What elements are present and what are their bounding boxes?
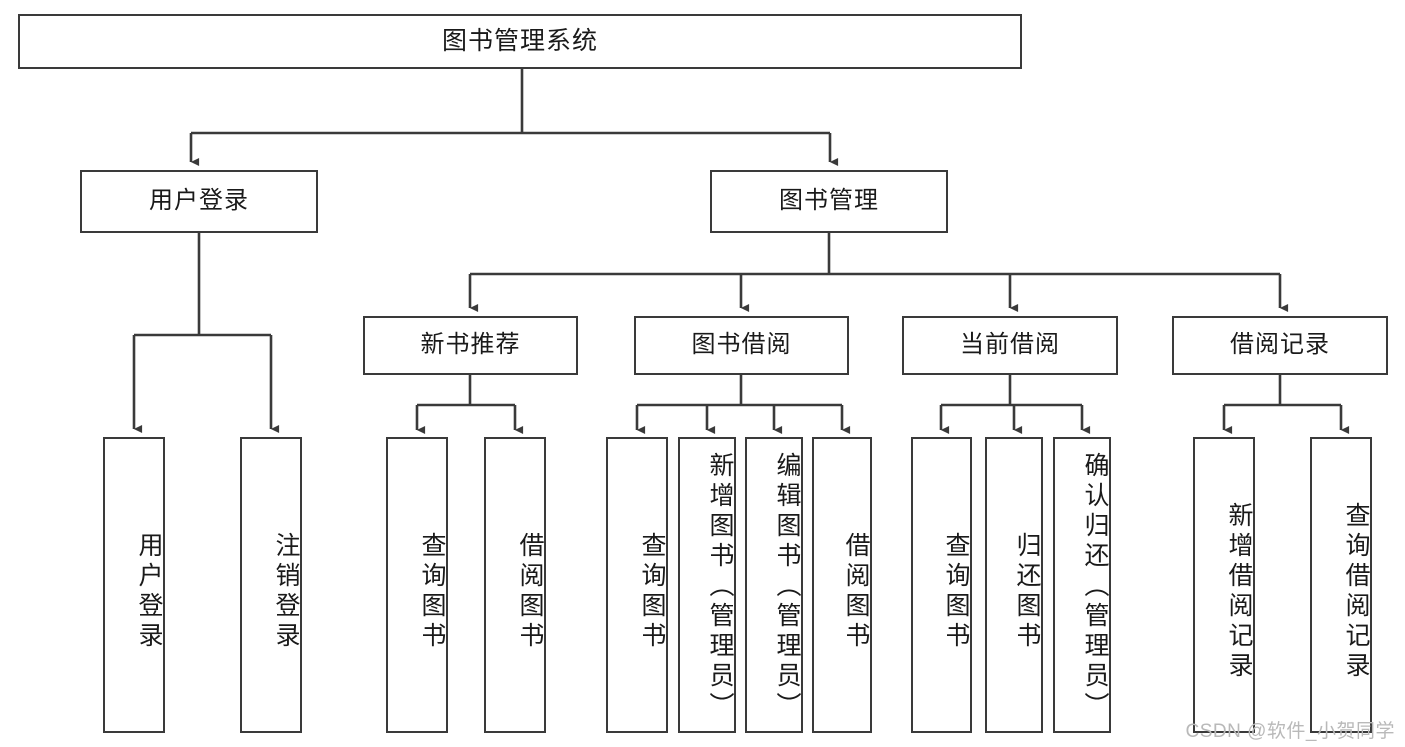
node-book-borrow[interactable]: 图书借阅 xyxy=(634,316,849,375)
watermark: CSDN @软件_小贺同学 xyxy=(1185,721,1395,742)
node-leaf-return-book[interactable]: 归还图书 xyxy=(985,437,1043,733)
node-leaf-query-borrow-record-label: 查询借阅记录 xyxy=(1342,502,1370,682)
node-leaf-return-book-label: 归还图书 xyxy=(1013,532,1041,652)
node-current-borrow[interactable]: 当前借阅 xyxy=(902,316,1118,375)
node-leaf-confirm-return-admin[interactable]: 确认归还（管理员） xyxy=(1053,437,1111,733)
node-leaf-borrow-book-rec-label: 借阅图书 xyxy=(516,532,544,652)
node-leaf-query-book-cur[interactable]: 查询图书 xyxy=(911,437,972,733)
node-new-book-recommend[interactable]: 新书推荐 xyxy=(363,316,578,375)
node-leaf-query-borrow-record[interactable]: 查询借阅记录 xyxy=(1310,437,1372,733)
node-leaf-query-book-bor[interactable]: 查询图书 xyxy=(606,437,668,733)
node-book-manage[interactable]: 图书管理 xyxy=(710,170,948,233)
node-leaf-add-book-admin[interactable]: 新增图书（管理员） xyxy=(678,437,736,733)
node-leaf-user-login-label: 用户登录 xyxy=(135,532,163,652)
node-borrow-record[interactable]: 借阅记录 xyxy=(1172,316,1388,375)
node-user-login[interactable]: 用户登录 xyxy=(80,170,318,233)
node-leaf-query-book-bor-label: 查询图书 xyxy=(638,532,666,652)
node-leaf-edit-book-admin[interactable]: 编辑图书（管理员） xyxy=(745,437,803,733)
node-user-login-label: 用户登录 xyxy=(149,187,249,215)
node-leaf-add-borrow-record-label: 新增借阅记录 xyxy=(1225,502,1253,682)
node-leaf-add-borrow-record[interactable]: 新增借阅记录 xyxy=(1193,437,1255,733)
node-new-book-recommend-label: 新书推荐 xyxy=(420,331,521,359)
node-leaf-confirm-return-admin-label: 确认归还（管理员） xyxy=(1081,452,1109,722)
node-leaf-query-book-rec[interactable]: 查询图书 xyxy=(386,437,448,733)
node-leaf-borrow-book-bor-label: 借阅图书 xyxy=(842,532,870,652)
node-current-borrow-label: 当前借阅 xyxy=(960,331,1060,359)
node-borrow-record-label: 借阅记录 xyxy=(1230,331,1330,359)
node-leaf-edit-book-admin-label: 编辑图书（管理员） xyxy=(773,452,801,722)
node-book-manage-label: 图书管理 xyxy=(779,187,879,215)
node-leaf-query-book-rec-label: 查询图书 xyxy=(418,532,446,652)
node-leaf-user-login[interactable]: 用户登录 xyxy=(103,437,165,733)
node-leaf-add-book-admin-label: 新增图书（管理员） xyxy=(706,452,734,722)
node-leaf-borrow-book-rec[interactable]: 借阅图书 xyxy=(484,437,546,733)
node-leaf-user-logout-label: 注销登录 xyxy=(272,532,300,652)
node-leaf-query-book-cur-label: 查询图书 xyxy=(942,532,970,652)
node-leaf-user-logout[interactable]: 注销登录 xyxy=(240,437,302,733)
node-leaf-borrow-book-bor[interactable]: 借阅图书 xyxy=(812,437,872,733)
node-book-borrow-label: 图书借阅 xyxy=(691,331,792,359)
node-root-label: 图书管理系统 xyxy=(441,26,598,55)
node-root[interactable]: 图书管理系统 xyxy=(18,14,1022,69)
